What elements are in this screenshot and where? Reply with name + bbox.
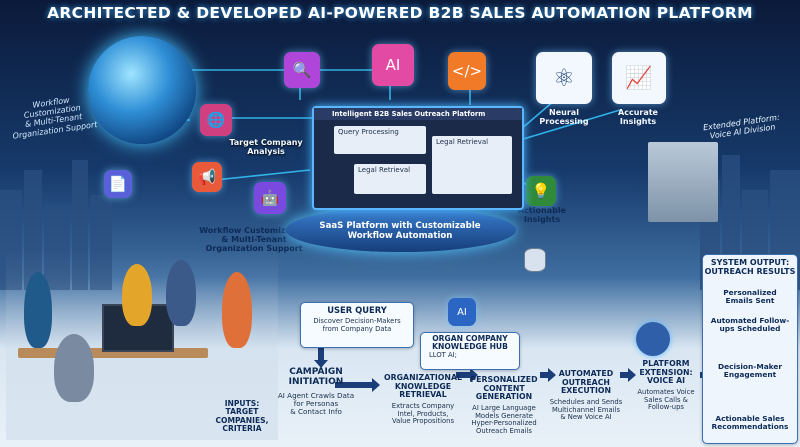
person-standing: [166, 260, 196, 326]
office-buildings: [648, 142, 718, 222]
automated-body: Schedules and Sends Multichannel Emails …: [549, 397, 623, 422]
personalized-title: PERSONALIZED CONTENT GENERATION: [470, 375, 538, 402]
personalized-body: AI Large Language Models Generate Hyper-…: [471, 403, 537, 436]
person-orange: [222, 272, 252, 348]
output-item-followups: Automated Follow- ups Scheduled: [710, 316, 790, 334]
desk: [18, 348, 208, 358]
org-hub-body: LLOT AI;: [429, 350, 457, 359]
platform-extension-step: PLATFORM EXTENSION: VOICE AI Automates V…: [628, 359, 704, 412]
neural-processing-label: Neural Processing: [539, 108, 589, 127]
person-yellow: [122, 264, 152, 326]
globe-small-icon: 🌐: [200, 104, 232, 136]
workflow-label-mid: Workflow Customization & Multi-Tenant Or…: [199, 226, 309, 254]
code-window-icon: </>: [448, 52, 486, 90]
legal-retrieval-panel-right[interactable]: Legal Retrieval: [432, 136, 512, 194]
team-scene: [6, 250, 278, 440]
voice-ai-icon: [636, 322, 670, 356]
platform-base: [286, 208, 516, 252]
output-title: SYSTEM OUTPUT: OUTREACH RESULTS: [704, 258, 796, 276]
campaign-title: CAMPAIGN INITIATION: [288, 367, 344, 387]
org-hub-title: ORGAN COMPANY KNOWLEDGE HUB: [432, 334, 508, 352]
automated-title: AUTOMATED OUTREACH EXECUTION: [558, 369, 614, 396]
dashboard-header: Intelligent B2B Sales Outreach Platform: [314, 108, 522, 120]
platform-ext-body: Automates Voice Sales Calls & Follow-ups: [637, 387, 695, 412]
document-search-icon: 🔍: [284, 52, 320, 88]
query-processing-label: Query Processing: [338, 128, 399, 136]
target-company-label: Target Company Analysis: [229, 138, 303, 157]
legal-retrieval-panel-left[interactable]: Legal Retrieval: [354, 164, 426, 194]
output-item-recommendations: Actionable Sales Recommendations: [711, 414, 789, 432]
brain-icon: ⚛: [536, 52, 592, 104]
user-query-body: Discover Decision-Makers from Company Da…: [313, 317, 401, 334]
personalized-step: PERSONALIZED CONTENT GENERATION AI Large…: [464, 375, 544, 436]
accurate-insights-label: Accurate Insights: [618, 108, 658, 127]
growth-chart-icon: 📈: [612, 52, 666, 104]
robot-icon: 🤖: [254, 182, 286, 214]
campaign-initiation: CAMPAIGN INITIATION AI Agent Crawls Data…: [270, 367, 362, 417]
legal-retrieval-label-left: Legal Retrieval: [358, 166, 411, 174]
user-query-card: USER QUERY Discover Decision-Makers from…: [300, 302, 414, 348]
page-title: ARCHITECTED & DEVELOPED AI-POWERED B2B S…: [47, 4, 753, 22]
platform-caption: SaaS Platform with Customizable Workflow…: [319, 221, 481, 241]
legal-retrieval-label-right: Legal Retrieval: [436, 138, 489, 146]
org-retrieval-title: ORGANIZATIONAL KNOWLEDGE RETRIEVAL: [384, 373, 462, 400]
campaign-body: AI Agent Crawls Data for Personas & Cont…: [277, 390, 355, 417]
ai-small-icon: AI: [448, 298, 476, 326]
actionable-insights-label: Actionable Insights: [518, 206, 566, 225]
person-left: [24, 272, 52, 348]
globe-icon: [88, 36, 196, 144]
megaphone-icon: 📢: [192, 162, 222, 192]
query-processing-panel[interactable]: Query Processing: [334, 126, 426, 154]
person-seated: [54, 334, 94, 402]
output-item-engagement: Decision-Maker Engagement: [717, 362, 783, 380]
user-query-title: USER QUERY: [327, 305, 387, 315]
dashboard-window: Intelligent B2B Sales Outreach Platform …: [312, 106, 524, 210]
automated-step: AUTOMATED OUTREACH EXECUTION Schedules a…: [546, 369, 626, 422]
ai-chip-icon: AI: [372, 44, 414, 86]
platform-ext-title: PLATFORM EXTENSION: VOICE AI: [639, 359, 693, 386]
org-retrieval-body: Extracts Company Intel, Products, Value …: [391, 401, 455, 426]
database-icon: [524, 248, 546, 272]
org-hub-card: ORGAN COMPANY KNOWLEDGE HUB LLOT AI;: [420, 332, 520, 370]
inputs-label: INPUTS: TARGET COMPANIES, CRITERIA: [215, 399, 269, 434]
org-retrieval-step: ORGANIZATIONAL KNOWLEDGE RETRIEVAL Extra…: [382, 373, 464, 426]
document-icon: 📄: [104, 170, 132, 198]
output-panel: SYSTEM OUTPUT: OUTREACH RESULTS Personal…: [702, 254, 798, 444]
lightbulb-icon: 💡: [526, 176, 556, 206]
output-item-emails: Personalized Emails Sent: [723, 288, 777, 306]
